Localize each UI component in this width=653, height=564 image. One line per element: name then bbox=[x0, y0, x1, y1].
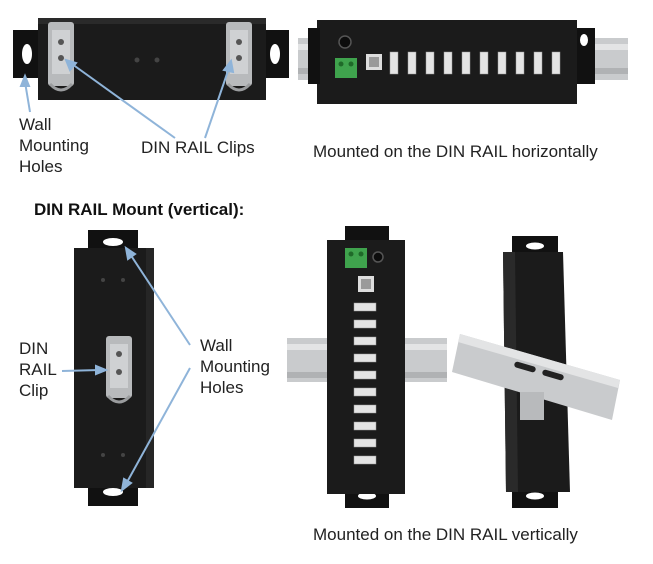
mounting-hole-right bbox=[270, 44, 280, 64]
arrow-to-clip-left bbox=[71, 63, 176, 139]
din-rail-clip-label: DIN RAIL Clip bbox=[19, 339, 57, 400]
din-rail-vertical-2 bbox=[452, 334, 620, 420]
power-jack bbox=[338, 35, 352, 49]
wall-mounting-holes-label-top: Wall Mounting Holes bbox=[19, 115, 89, 176]
caption-vertical: Mounted on the DIN RAIL vertically bbox=[313, 525, 578, 544]
wall-mounting-holes-label-bottom: Wall Mounting Holes bbox=[200, 336, 270, 397]
din-clip-vertical bbox=[106, 336, 132, 404]
din-clip-left bbox=[48, 22, 74, 92]
caption-horizontal: Mounted on the DIN RAIL horizontally bbox=[313, 142, 598, 161]
arrow-to-top-hole bbox=[129, 253, 191, 346]
din-rail-clips-label: DIN RAIL Clips bbox=[141, 138, 255, 157]
mounting-hole-left bbox=[22, 44, 32, 64]
arrow-to-bottom-hole bbox=[125, 367, 191, 485]
arrow-to-clip-vertical bbox=[61, 369, 101, 372]
arrow-to-clip-right bbox=[204, 67, 230, 139]
section-heading-vertical: DIN RAIL Mount (vertical): bbox=[34, 200, 245, 219]
